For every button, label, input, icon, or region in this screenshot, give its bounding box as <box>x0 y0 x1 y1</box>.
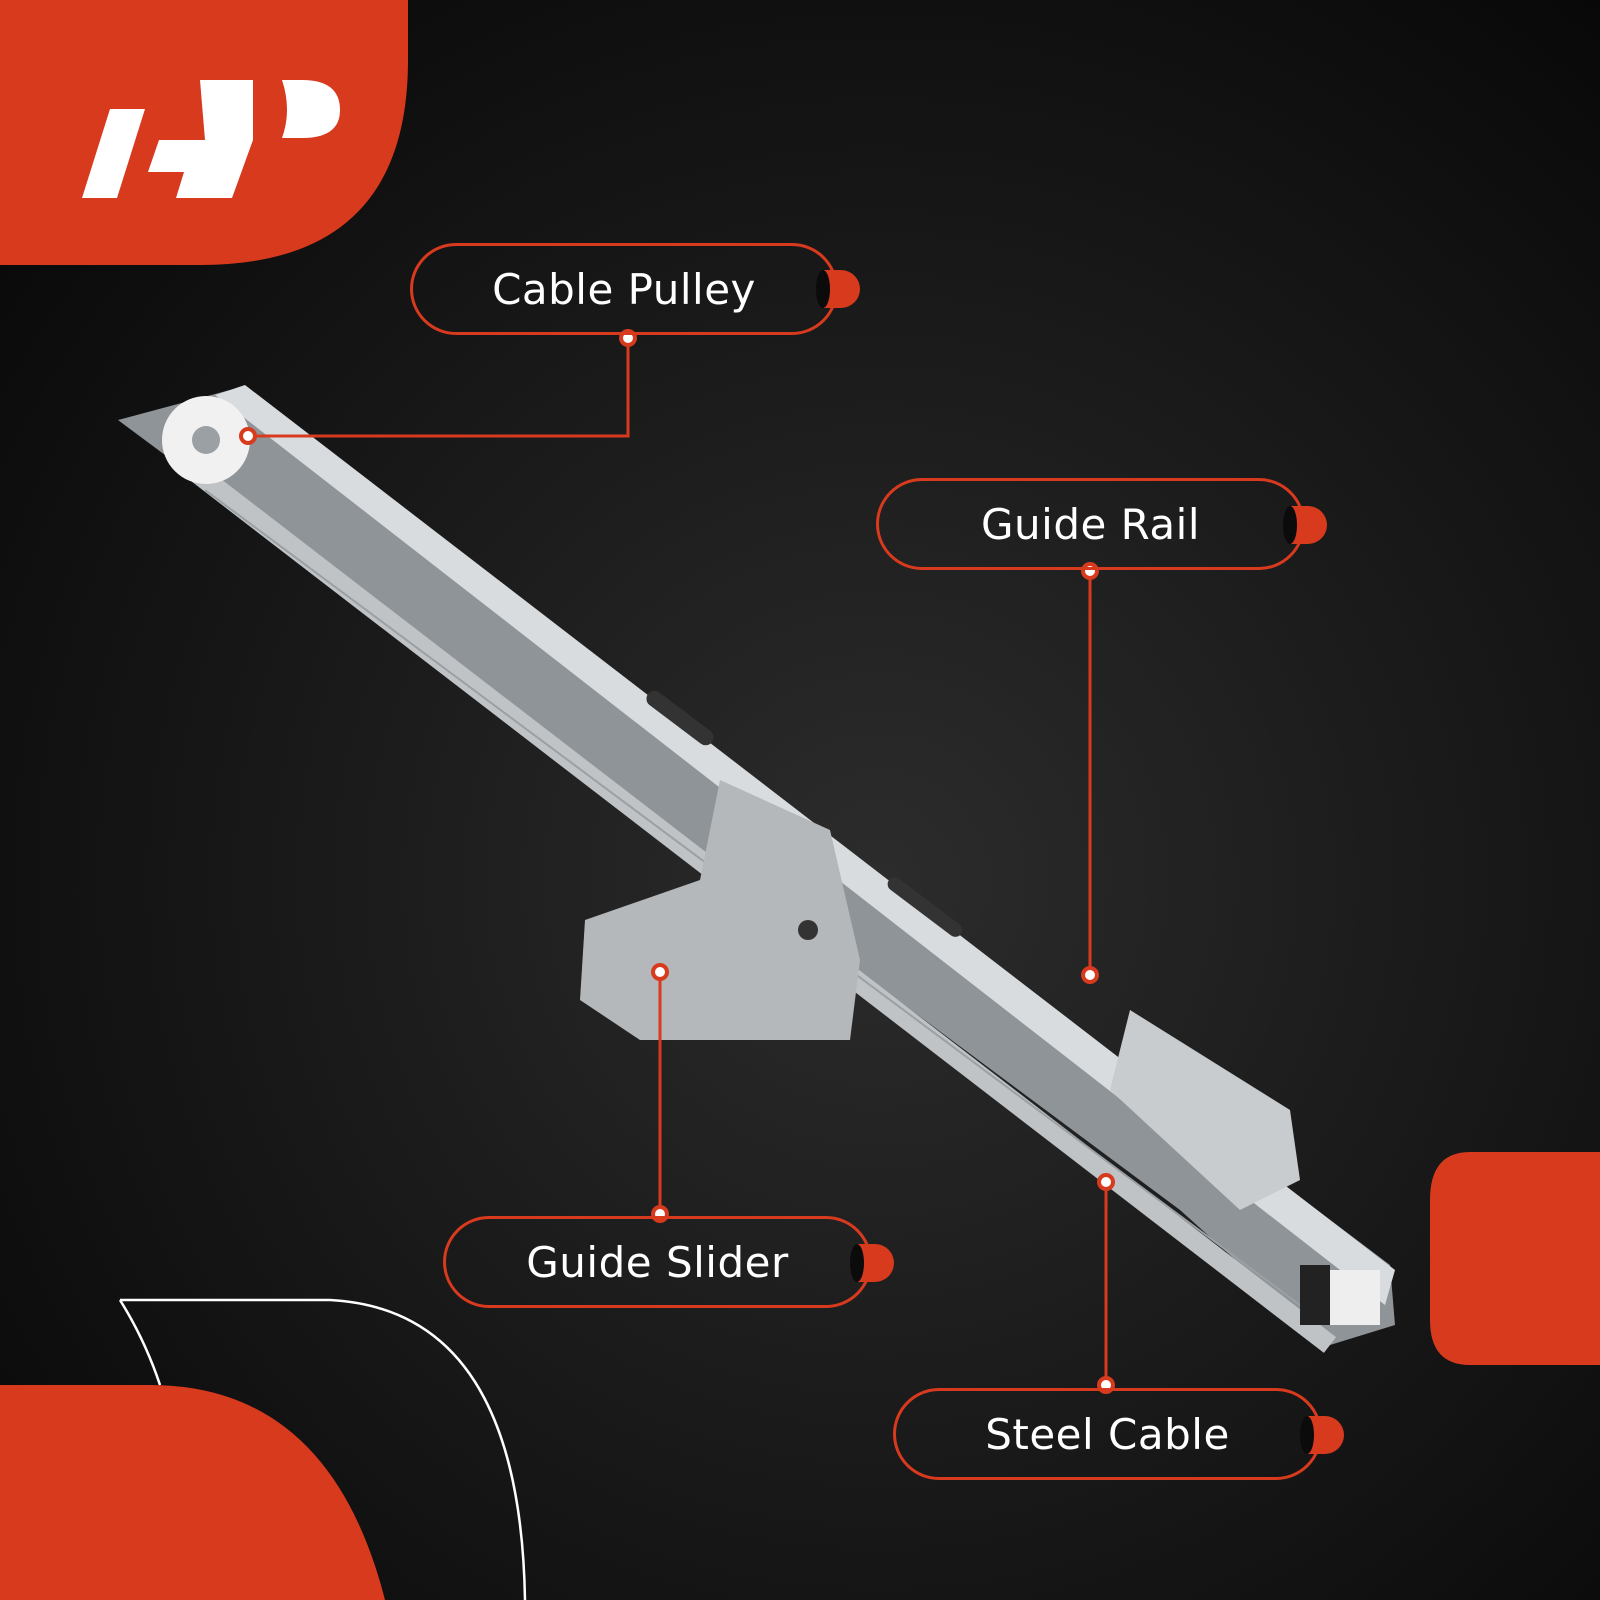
callout-steel-cable: Steel Cable <box>893 1388 1322 1480</box>
callout-label: Guide Rail <box>980 499 1201 549</box>
window-regulator-product <box>118 385 1395 1353</box>
callout-label: Guide Slider <box>526 1237 789 1287</box>
corner-shape-top-left <box>0 0 408 265</box>
outline-curve <box>120 1298 527 1600</box>
callout-tab <box>816 270 860 308</box>
corner-shape-bottom-left <box>0 1385 385 1600</box>
callout-leaders <box>248 338 1108 1385</box>
callout-guide-slider: Guide Slider <box>443 1216 872 1308</box>
callout-tab <box>850 1244 894 1282</box>
callout-tab <box>1300 1416 1344 1454</box>
callout-label: Cable Pulley <box>492 264 756 314</box>
callout-cable-pulley: Cable Pulley <box>410 243 838 335</box>
callout-guide-rail: Guide Rail <box>876 478 1305 570</box>
logo <box>82 80 340 198</box>
corner-shape-right <box>1430 1152 1600 1365</box>
callout-tab <box>1283 506 1327 544</box>
callout-label: Steel Cable <box>985 1409 1230 1459</box>
